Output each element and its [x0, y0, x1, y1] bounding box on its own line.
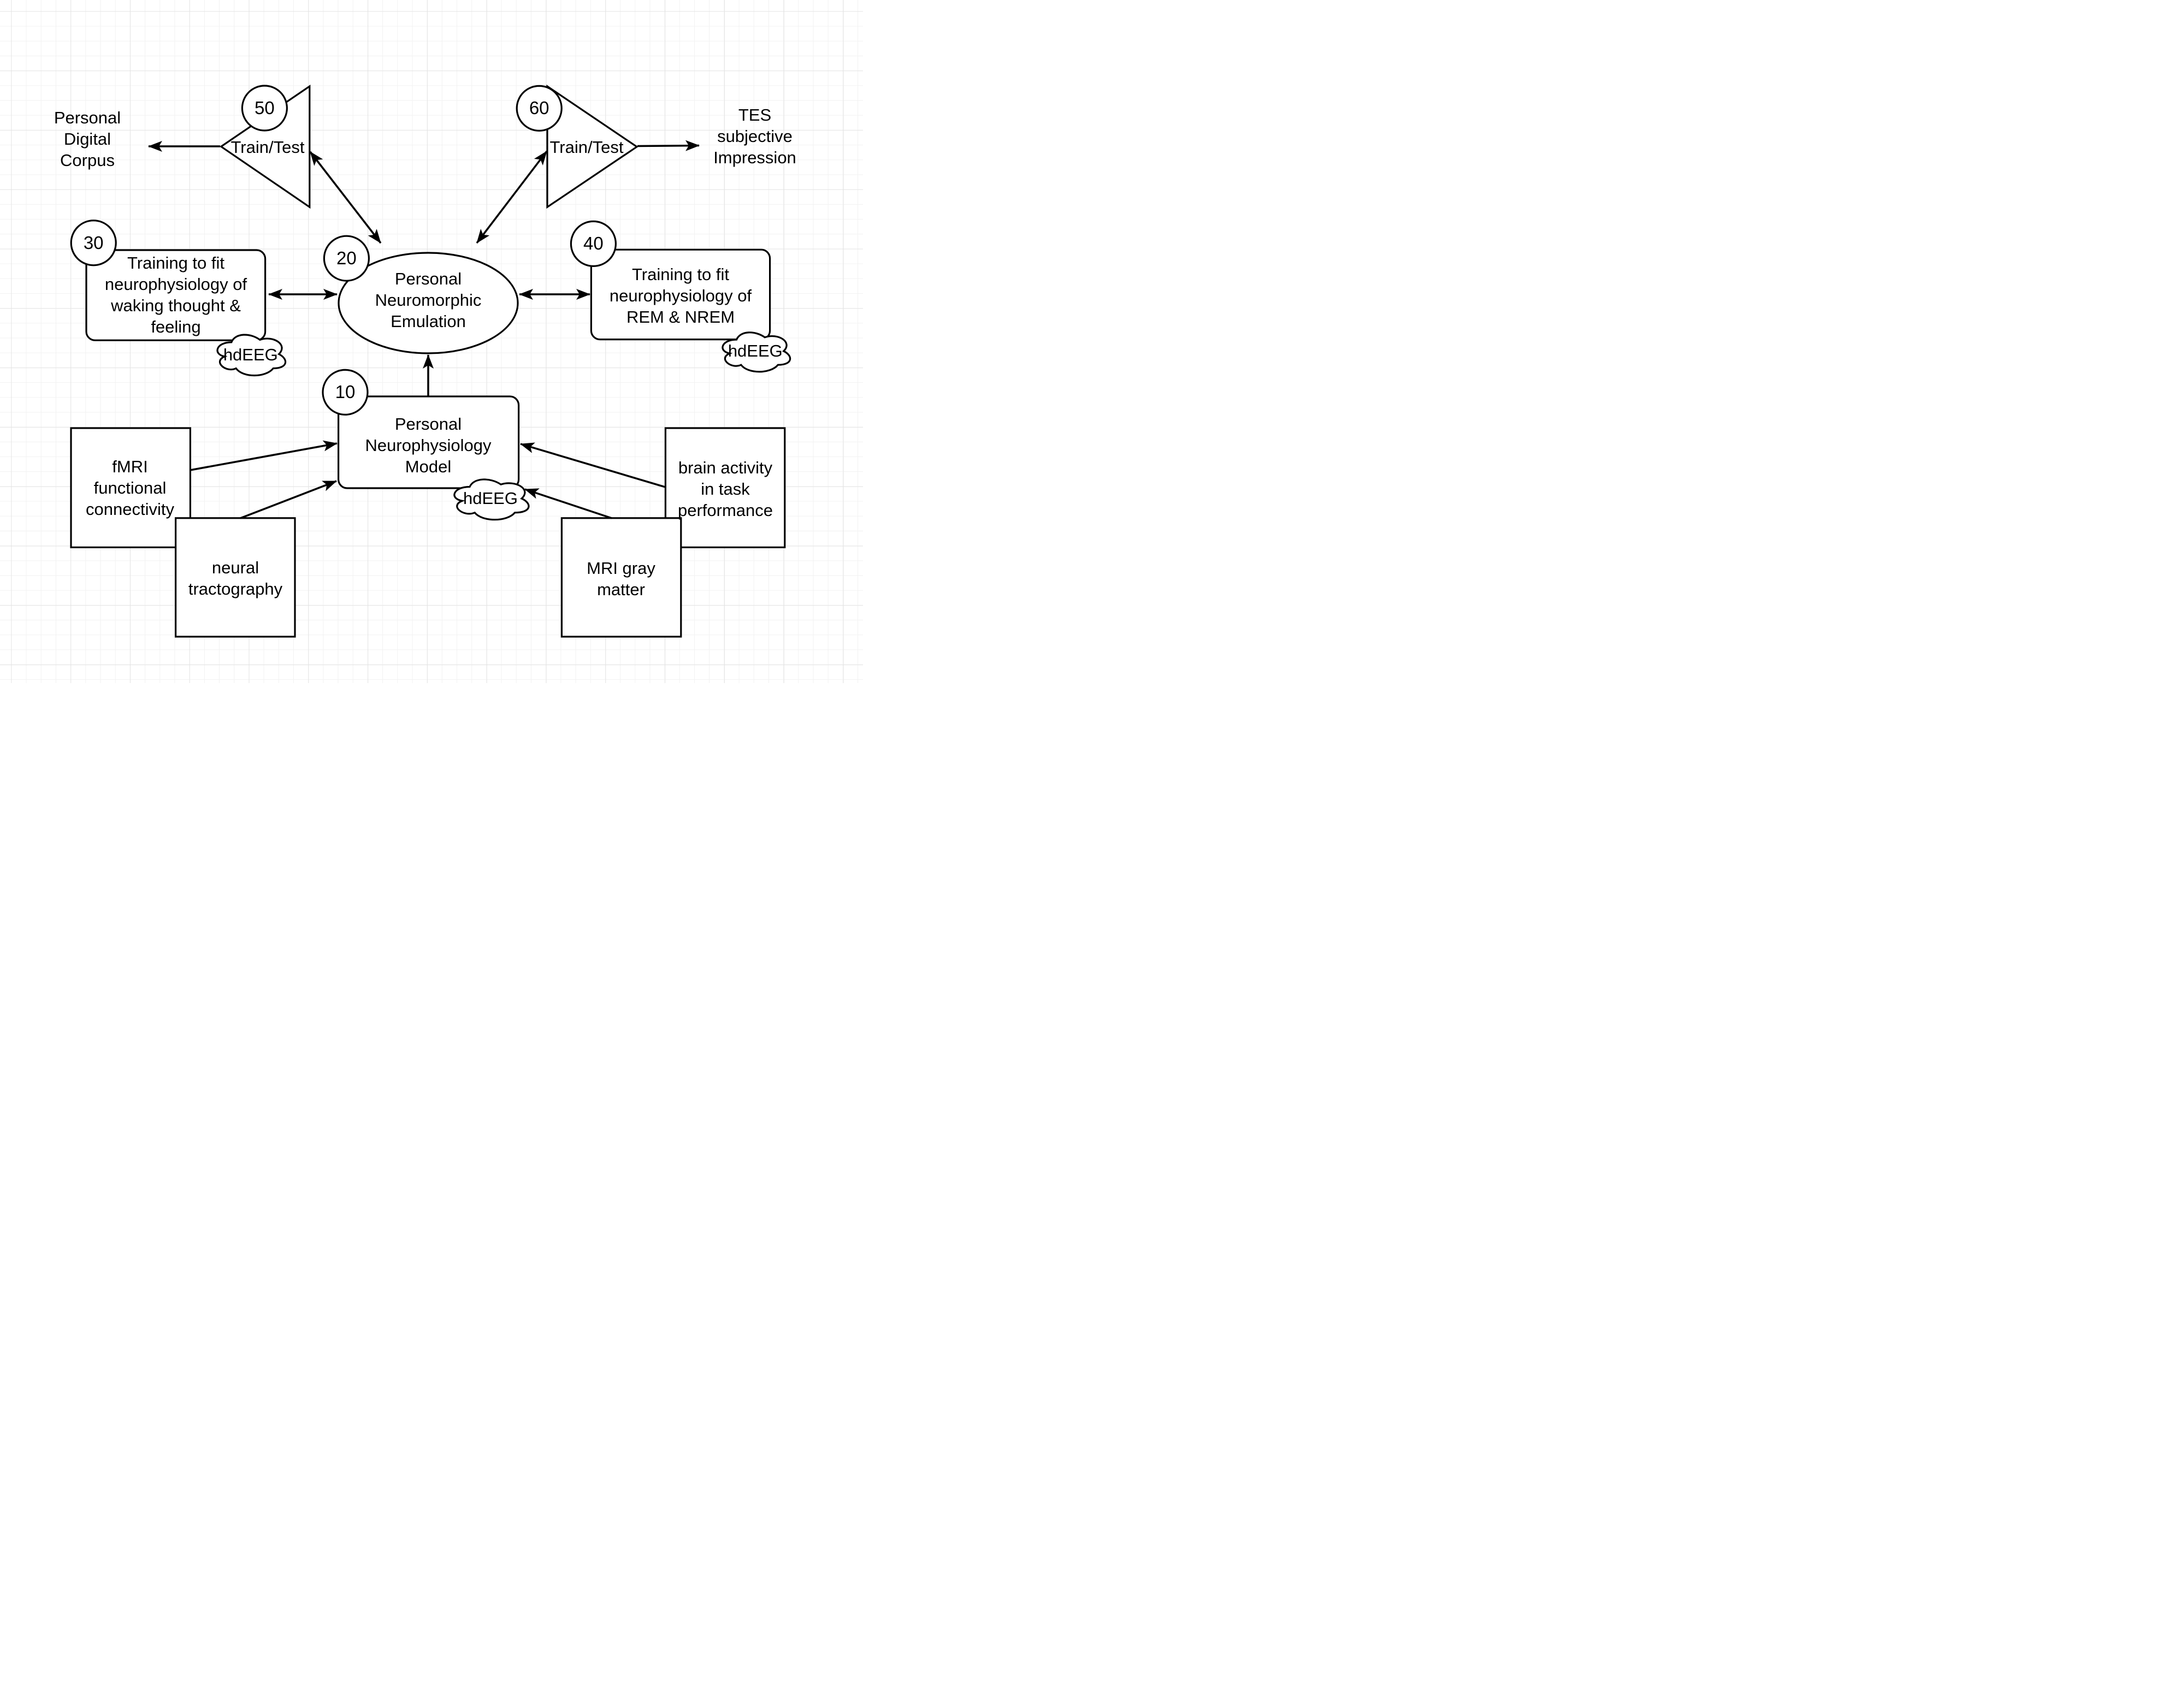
badge-50-circle [241, 85, 288, 132]
edge-60-ellipse-double [476, 150, 548, 244]
edge-50-ellipse-double [309, 151, 382, 244]
emulation-20-ellipse [338, 252, 519, 354]
hdeeg-cloud-40 [722, 331, 791, 373]
training-waking-30-box [85, 249, 267, 341]
diagram-canvas: Personal Digital Corpus Train/Test Train… [0, 0, 863, 683]
train-test-60-triangle [546, 84, 638, 209]
edge-brain-activity-to-model [520, 442, 666, 488]
brain-activity-box [664, 427, 786, 548]
edge-fmri-to-model [190, 440, 338, 471]
hdeeg-cloud-10 [453, 478, 530, 521]
badge-20-circle [323, 235, 370, 282]
model-10-box [337, 395, 520, 489]
badge-30-circle [70, 220, 117, 266]
edge-mri-to-model-cloud [524, 488, 612, 519]
fmri-box [70, 427, 191, 548]
mri-gray-box [560, 517, 682, 638]
badge-60-circle [516, 85, 563, 132]
badge-40-circle [570, 220, 617, 267]
tractography-box [175, 517, 296, 638]
diagram-shapes-layer [70, 84, 791, 638]
training-rem-40-box [590, 248, 771, 341]
badge-10-circle [322, 369, 369, 416]
hdeeg-cloud-30 [216, 334, 287, 377]
edge-tractography-to-model [240, 480, 337, 519]
